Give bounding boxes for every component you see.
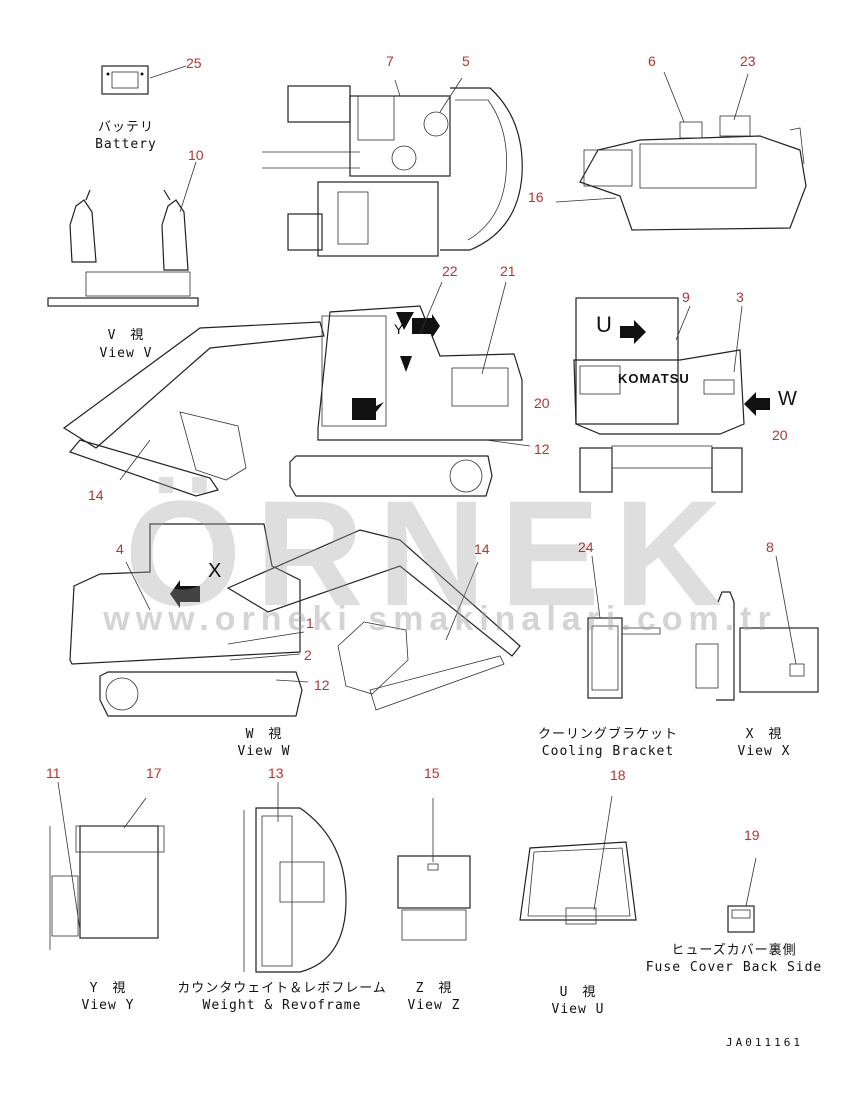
seat-levers-view-v bbox=[47, 161, 199, 307]
view-z-drawing bbox=[397, 798, 471, 941]
caption-view-v-jp: V 視 bbox=[107, 328, 145, 343]
leader-lines bbox=[119, 65, 743, 683]
callout-23: 23 bbox=[740, 53, 756, 69]
watermark-url: www.orneki smakinalari.com.tr bbox=[103, 600, 777, 638]
caption-fuse-en: Fuse Cover Back Side bbox=[645, 960, 823, 975]
callout-9: 9 bbox=[682, 289, 690, 305]
caption-view-u-en: View U bbox=[551, 1002, 605, 1017]
top-plan-view bbox=[262, 77, 523, 257]
callout-5: 5 bbox=[462, 53, 470, 69]
callout-15: 15 bbox=[424, 765, 440, 781]
callout-20-left: 20 bbox=[534, 395, 550, 411]
callout-7: 7 bbox=[386, 53, 394, 69]
view-y-drawing bbox=[49, 781, 165, 950]
callout-24: 24 bbox=[578, 539, 594, 555]
caption-weight-en: Weight & Revoframe bbox=[202, 998, 362, 1013]
caption-weight-jp: カウンタウェイト＆レボフレーム bbox=[177, 981, 387, 996]
view-x-drawing bbox=[695, 555, 819, 701]
watermark-logo: ÖRNEK bbox=[124, 469, 737, 637]
caption-view-w-en: View W bbox=[237, 744, 291, 759]
caption-view-y-jp: Y 視 bbox=[89, 981, 127, 996]
callout-25: 25 bbox=[186, 55, 202, 71]
caption-view-x-jp: X 視 bbox=[745, 727, 783, 742]
brand-label: KOMATSU bbox=[618, 371, 690, 386]
cooling-bracket bbox=[587, 555, 661, 699]
view-letter-y: Y bbox=[394, 321, 404, 337]
callout-1: 1 bbox=[306, 615, 314, 631]
callout-13: 13 bbox=[268, 765, 284, 781]
rear-upper-view-w bbox=[573, 297, 770, 493]
callout-14-bottom: 14 bbox=[474, 541, 490, 557]
view-u-drawing bbox=[519, 795, 637, 925]
callout-3: 3 bbox=[736, 289, 744, 305]
view-letter-x: X bbox=[208, 560, 222, 582]
caption-battery-jp: バッテリ bbox=[97, 120, 155, 135]
callout-17: 17 bbox=[146, 765, 162, 781]
excavator-lower-view-w bbox=[69, 523, 521, 717]
caption-cooling-en: Cooling Bracket bbox=[541, 744, 675, 759]
callout-16: 16 bbox=[528, 189, 544, 205]
callout-8: 8 bbox=[766, 539, 774, 555]
caption-view-z-en: View Z bbox=[407, 998, 461, 1013]
callout-19: 19 bbox=[744, 827, 760, 843]
caption-fuse-jp: ヒューズカバー裏側 bbox=[671, 943, 797, 958]
callout-2: 2 bbox=[304, 647, 312, 663]
caption-view-y-en: View Y bbox=[81, 998, 135, 1013]
caption-battery-en: Battery bbox=[95, 137, 157, 152]
excavator-side-view bbox=[62, 305, 523, 497]
callout-18: 18 bbox=[610, 767, 626, 783]
caption-view-x-en: View X bbox=[737, 744, 791, 759]
drawing-code: JA011161 bbox=[726, 1036, 803, 1049]
callout-21: 21 bbox=[500, 263, 516, 279]
caption-view-w-jp: W 視 bbox=[245, 727, 283, 742]
caption-view-u-jp: U 視 bbox=[559, 985, 597, 1000]
callout-20-right: 20 bbox=[772, 427, 788, 443]
caption-view-z-jp: Z 視 bbox=[415, 981, 453, 996]
battery-illustration bbox=[101, 65, 149, 95]
callout-11: 11 bbox=[46, 765, 61, 781]
callout-22: 22 bbox=[442, 263, 458, 279]
weight-revoframe-drawing bbox=[243, 782, 347, 973]
callout-12-top: 12 bbox=[534, 441, 550, 457]
callout-10: 10 bbox=[188, 147, 204, 163]
callout-14-top: 14 bbox=[88, 487, 104, 503]
callout-6: 6 bbox=[648, 53, 656, 69]
fuse-cover-drawing bbox=[727, 857, 757, 933]
view-letter-w: W bbox=[778, 388, 797, 410]
callout-12-bottom: 12 bbox=[314, 677, 330, 693]
view-letter-u: U bbox=[596, 312, 612, 337]
caption-view-v-en: View V bbox=[99, 346, 153, 361]
rear-view-machine bbox=[555, 71, 807, 231]
caption-cooling-jp: クーリングブラケット bbox=[537, 727, 679, 742]
callout-4: 4 bbox=[116, 541, 124, 557]
